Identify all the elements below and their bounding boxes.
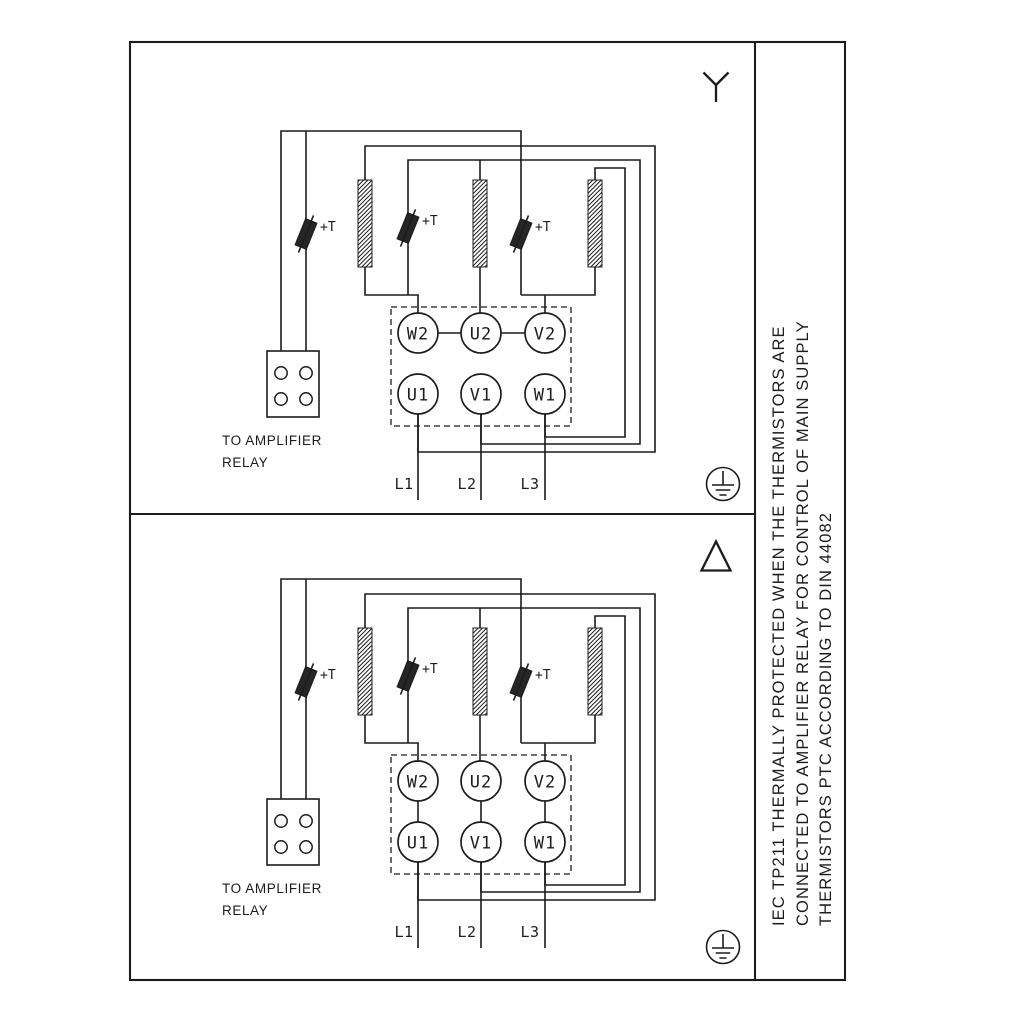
supply-label-l3: L3	[520, 475, 539, 493]
thermistor-label: +T	[422, 214, 438, 229]
terminal-label-u2: U2	[470, 773, 492, 793]
terminal-label-v2: V2	[534, 773, 556, 793]
terminal-label-u1: U1	[407, 834, 429, 854]
relay-caption-line1: TO AMPLIFIER	[222, 881, 322, 896]
delta-connection-icon	[699, 538, 733, 572]
sidebar-note-line1: IEC TP211 THERMALLY PROTECTED WHEN THE T…	[770, 325, 788, 926]
thermistor-label: +T	[422, 662, 438, 677]
supply-label-l2: L2	[457, 923, 476, 941]
thermistor-label: +T	[535, 220, 551, 235]
terminal-label-u2: U2	[470, 325, 492, 345]
thermistor-label: +T	[535, 668, 551, 683]
supply-label-l2: L2	[457, 475, 476, 493]
star-connection-icon	[702, 71, 730, 102]
delta-bridge-links	[417, 801, 546, 822]
relay-caption-line2: RELAY	[222, 455, 268, 470]
terminal-label-w1: W1	[534, 834, 556, 854]
relay-caption-line1: TO AMPLIFIER	[222, 433, 322, 448]
thermistor-label: +T	[320, 668, 336, 683]
earth-ground-icon	[705, 929, 741, 965]
sidebar-note: IEC TP211 THERMALLY PROTECTED WHEN THE T…	[770, 320, 835, 926]
frame	[128, 40, 847, 982]
terminal-label-v2: V2	[534, 325, 556, 345]
outer-border	[128, 40, 847, 982]
supply-label-l3: L3	[520, 923, 539, 941]
supply-label-l1: L1	[394, 475, 413, 493]
terminal-label-u1: U1	[407, 386, 429, 406]
star-panel: W2 U2 V2 U1 V1 W1 +T +T +T L1 L2 L3 TO A…	[222, 71, 741, 502]
relay-caption-line2: RELAY	[222, 903, 268, 918]
terminal-label-v1: V1	[470, 834, 492, 854]
delta-panel: W2 U2 V2 U1 V1 W1 +T +T +T L1 L2 L3 TO A…	[222, 538, 741, 965]
earth-ground-icon	[705, 466, 741, 502]
sidebar-note-line2: CONNECTED TO AMPLIFIER RELAY FOR CONTROL…	[794, 320, 812, 926]
star-panel-geometry	[267, 131, 655, 500]
terminal-label-w2: W2	[407, 325, 429, 345]
supply-label-l1: L1	[394, 923, 413, 941]
terminal-label-w1: W1	[534, 386, 556, 406]
sidebar-note-line3: THERMISTORS PTC ACCORDING TO DIN 44082	[817, 512, 835, 926]
terminal-label-w2: W2	[407, 773, 429, 793]
thermistor-label: +T	[320, 220, 336, 235]
delta-panel-geometry	[267, 579, 655, 948]
terminal-label-v1: V1	[470, 386, 492, 406]
